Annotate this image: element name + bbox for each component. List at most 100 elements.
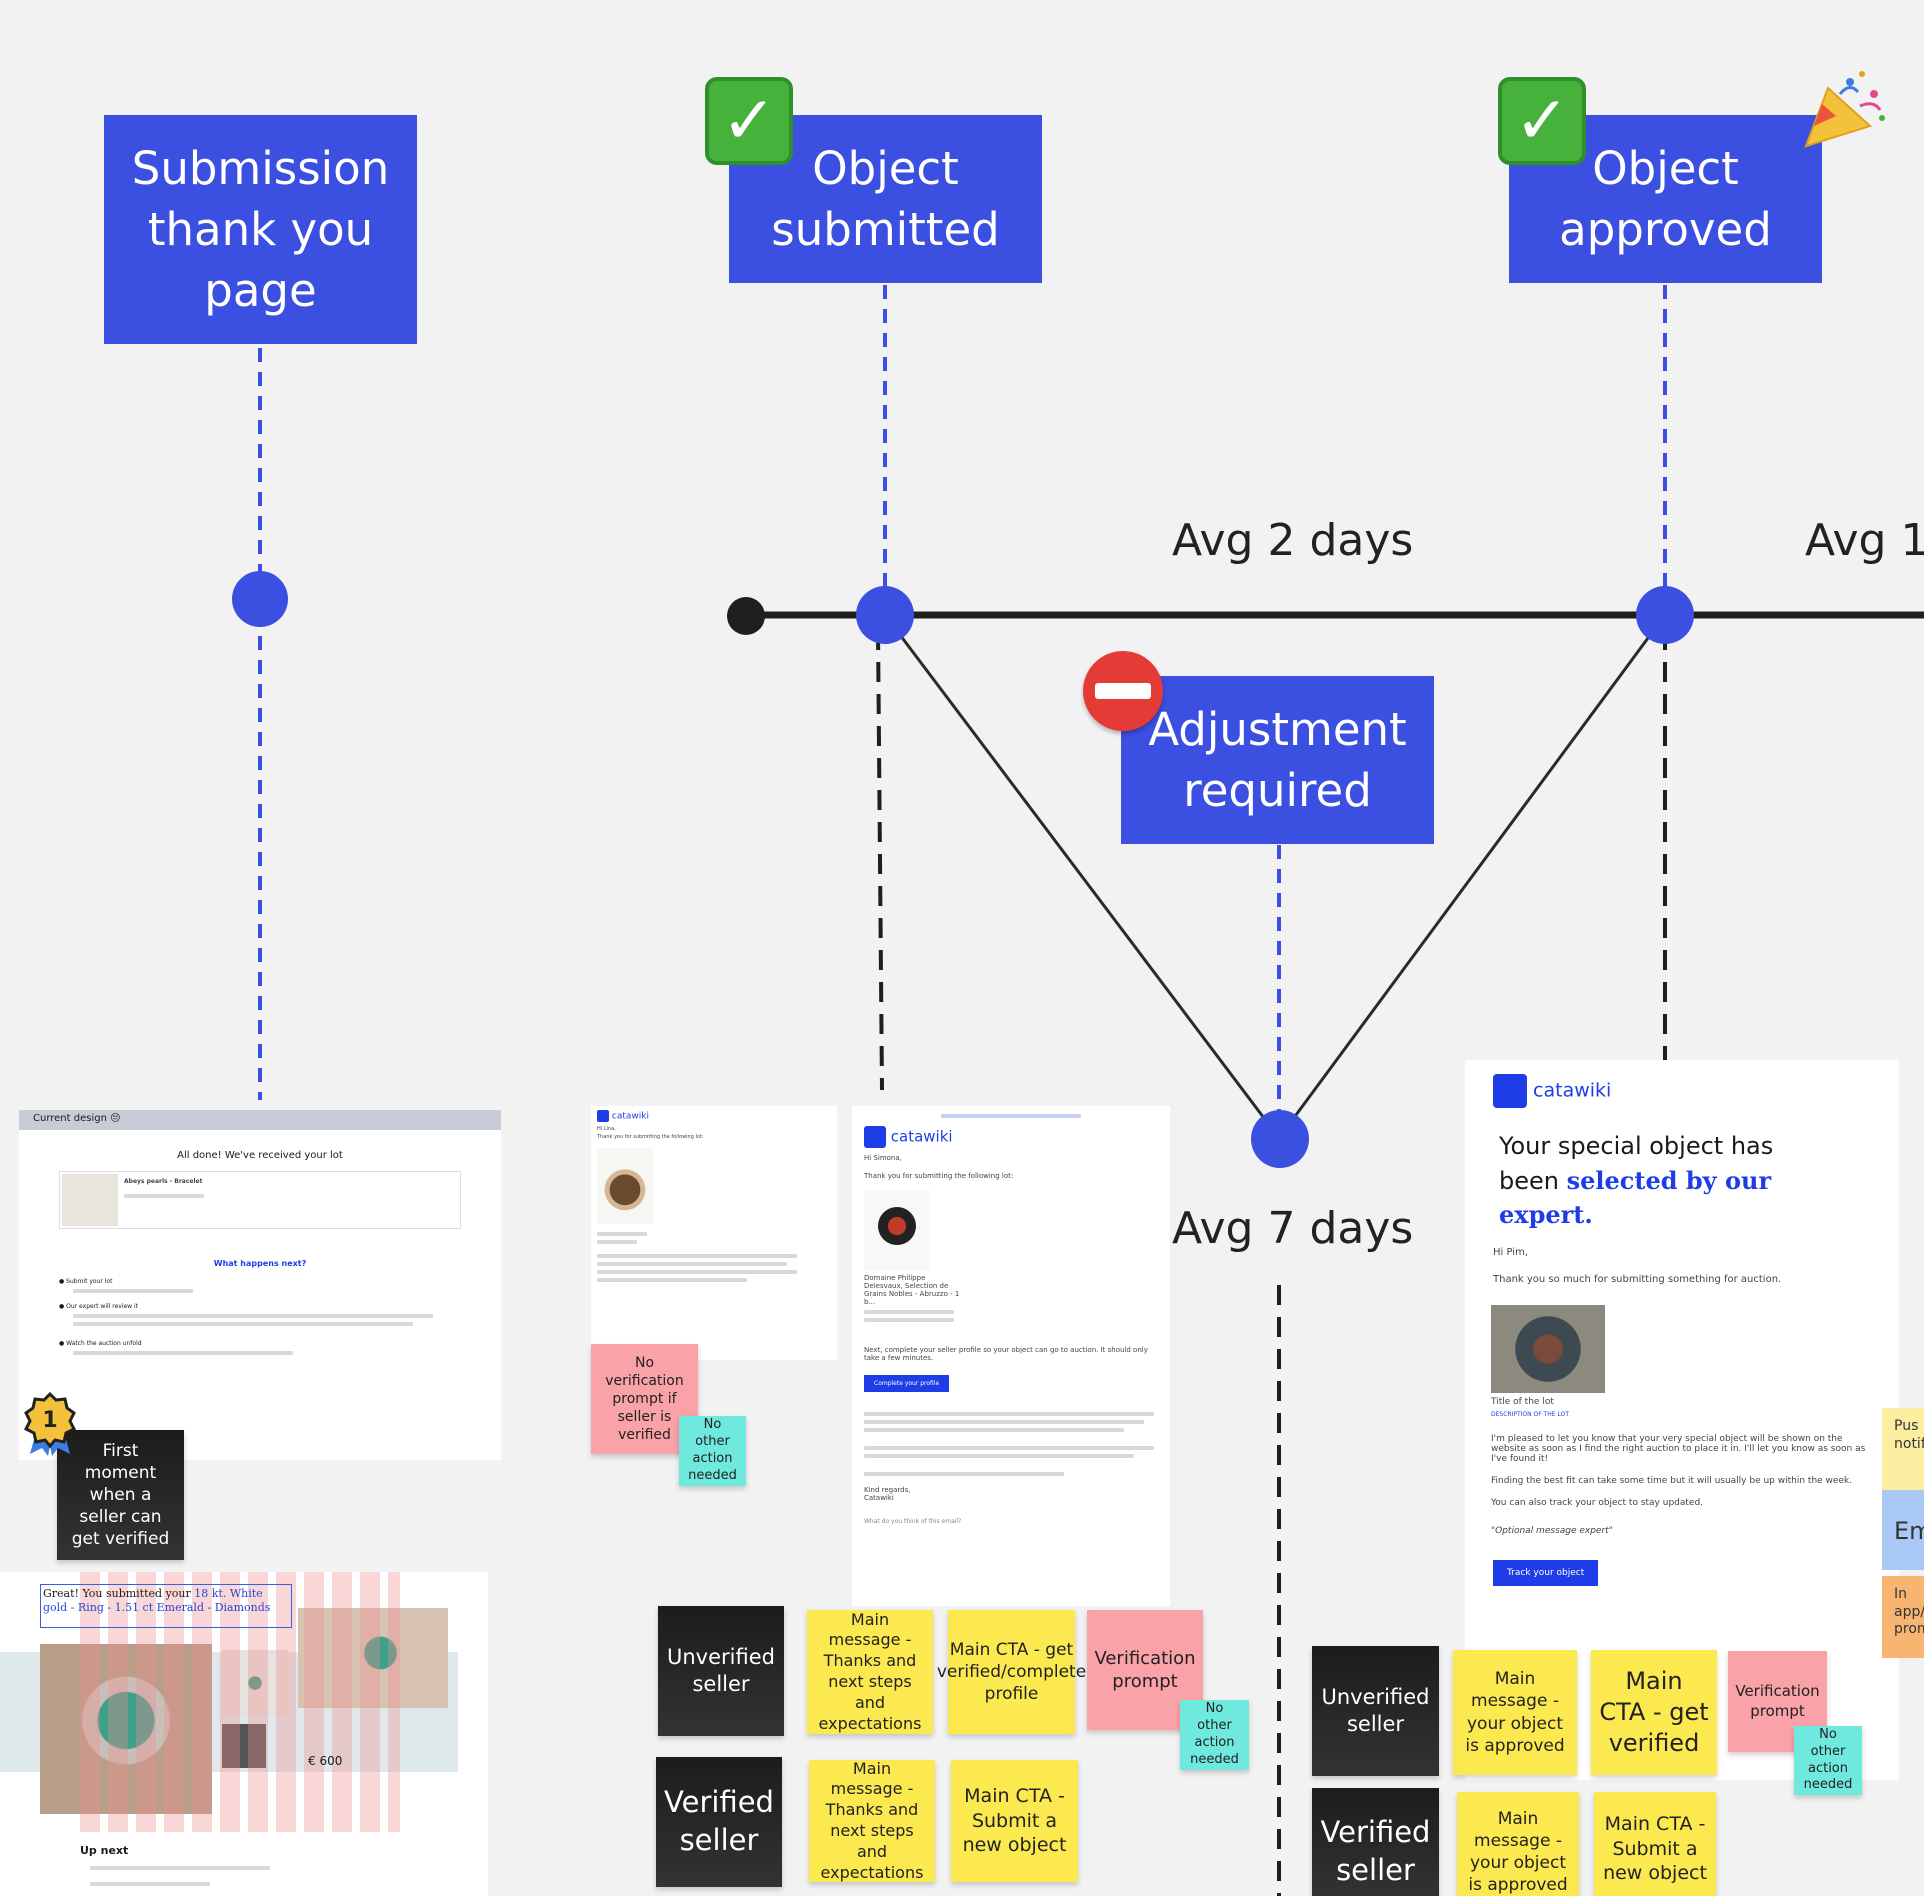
thank-you-page-screenshot[interactable]: Current design 😔 All done! We've receive… xyxy=(19,1110,501,1460)
stage-adjustment-required[interactable]: Adjustment required xyxy=(1121,676,1434,844)
what-happens-next: What happens next? xyxy=(19,1259,501,1268)
check-icon: ✓ xyxy=(705,77,793,165)
note-main-cta-submit-approved[interactable]: Main CTA - Submit a new object xyxy=(1594,1792,1716,1896)
email-greeting: Hi Lina, xyxy=(597,1126,831,1132)
note-text: No other action needed xyxy=(1188,1701,1241,1769)
approved-headline: Your special object has been selected by… xyxy=(1499,1130,1799,1233)
lot-photo xyxy=(864,1190,930,1270)
up-next-label: Up next xyxy=(80,1844,128,1857)
note-main-cta-get-verified[interactable]: Main CTA - get verified/complete profile xyxy=(948,1610,1075,1734)
placeholder-line xyxy=(73,1351,293,1355)
note-text: Unverified seller xyxy=(666,1644,776,1699)
stage-submission-thank-you[interactable]: Submission thank you page xyxy=(104,115,417,344)
email-greeting: Hi Simona, xyxy=(864,1154,1158,1162)
submitted-email-small-screenshot[interactable]: catawiki Hi Lina, Thank you for submitti… xyxy=(591,1106,837,1360)
submitted-email-screenshot[interactable]: catawiki Hi Simona, Thank you for submit… xyxy=(852,1106,1170,1606)
step-item: ● Submit your lot xyxy=(59,1278,461,1285)
duration-label-avg-7-days: Avg 7 days xyxy=(1172,1203,1413,1254)
lot-item-title: Abeys pearls - Bracelet xyxy=(124,1178,202,1185)
logo-text: catawiki xyxy=(1533,1080,1611,1102)
note-main-message-approved[interactable]: Main message - your object is approved xyxy=(1453,1650,1577,1775)
note-main-message-approved-verified[interactable]: Main message - your object is approved xyxy=(1457,1792,1579,1896)
note-text: Main message - Thanks and next steps and… xyxy=(817,1759,927,1884)
placeholder-line xyxy=(73,1289,193,1293)
email-thanks: Thank you so much for submitting somethi… xyxy=(1493,1274,1871,1285)
listing-page-screenshot[interactable]: Great! You submitted your 18 kt. White g… xyxy=(0,1572,488,1896)
logo-text: catawiki xyxy=(891,1128,953,1146)
party-popper-icon xyxy=(1800,68,1892,152)
lot-name: Domaine Philippe Delesvaux, Selection de… xyxy=(864,1274,964,1306)
placeholder-line xyxy=(597,1270,797,1274)
note-main-message-thanks[interactable]: Main message - Thanks and next steps and… xyxy=(807,1610,933,1734)
note-text: Main message - your object is approved xyxy=(1461,1668,1569,1756)
note-verified-seller[interactable]: Verified seller xyxy=(656,1757,782,1887)
placeholder-line xyxy=(597,1278,747,1282)
email-team: Catawiki xyxy=(864,1494,1158,1502)
note-text: First moment when a seller can get verif… xyxy=(65,1440,176,1550)
lot-title: Title of the lot xyxy=(1491,1397,1873,1407)
complete-profile-button[interactable]: Complete your profile xyxy=(864,1375,949,1392)
note-text: Verified seller xyxy=(1320,1814,1431,1889)
timeline-node-thankyou[interactable] xyxy=(232,571,288,627)
placeholder-line xyxy=(597,1240,637,1244)
note-no-other-action-approved[interactable]: No other action needed xyxy=(1794,1726,1862,1795)
catawiki-logo: catawiki xyxy=(597,1110,831,1122)
placeholder-line xyxy=(864,1420,1144,1424)
duration-label-avg-2-days: Avg 2 days xyxy=(1172,515,1413,566)
stage-label: Submission thank you page xyxy=(126,138,396,321)
placeholder-line xyxy=(597,1262,787,1266)
note-main-cta-submit-new[interactable]: Main CTA - Submit a new object xyxy=(951,1760,1078,1882)
note-text: Main CTA - Submit a new object xyxy=(1602,1812,1708,1886)
step-label: Watch the auction unfold xyxy=(66,1340,141,1347)
email-intro: Thank you for submitting the following l… xyxy=(864,1172,1158,1180)
listing-title-prefix: Great! You submitted your xyxy=(43,1587,191,1600)
note-no-other-action[interactable]: No other action needed xyxy=(679,1416,746,1486)
medal-icon: 1 xyxy=(22,1392,78,1456)
note-text: Main CTA - get verified/complete profile xyxy=(937,1639,1086,1705)
timeline-node-adjustment[interactable] xyxy=(1251,1110,1309,1168)
note-email[interactable]: Em xyxy=(1882,1490,1924,1570)
email-body-3: You can also track your object to stay u… xyxy=(1491,1498,1873,1508)
placeholder-line xyxy=(73,1322,413,1326)
note-text: No verification prompt if seller is veri… xyxy=(599,1354,690,1445)
lot-photo xyxy=(597,1148,653,1224)
duration-label-next: Avg 1. xyxy=(1805,515,1924,566)
email-body-2: Finding the best fit can take some time … xyxy=(1491,1476,1873,1486)
lot-card: Abeys pearls - Bracelet xyxy=(59,1171,461,1229)
email-body-1: I'm pleased to let you know that your ve… xyxy=(1491,1434,1871,1464)
catawiki-logo: catawiki xyxy=(864,1126,1158,1148)
note-text: Verification prompt xyxy=(1094,1647,1195,1694)
note-text: Unverified seller xyxy=(1320,1684,1431,1739)
note-text: Main CTA - get verified xyxy=(1599,1666,1709,1760)
placeholder-line xyxy=(864,1310,954,1314)
black-dashed-submitted xyxy=(878,630,882,1090)
email-intro: Thank you for submitting the following l… xyxy=(597,1134,831,1140)
email-footer: What do you think of this email? xyxy=(864,1518,1158,1525)
placeholder-line xyxy=(864,1472,1064,1476)
note-unverified-seller-approved[interactable]: Unverified seller xyxy=(1312,1646,1439,1776)
note-no-other-action-submitted[interactable]: No other action needed xyxy=(1180,1700,1249,1770)
logo-icon xyxy=(1493,1074,1527,1108)
note-main-message-thanks-verified[interactable]: Main message - Thanks and next steps and… xyxy=(809,1760,935,1882)
thank-you-heading: All done! We've received your lot xyxy=(19,1150,501,1161)
timeline-node-submitted[interactable] xyxy=(856,586,914,644)
note-verified-seller-approved[interactable]: Verified seller xyxy=(1312,1788,1439,1896)
placeholder-line xyxy=(941,1114,1081,1118)
note-in-app[interactable]: In app/we prom xyxy=(1882,1576,1924,1658)
placeholder-line xyxy=(90,1882,210,1886)
track-object-button[interactable]: Track your object xyxy=(1493,1560,1598,1586)
note-unverified-seller[interactable]: Unverified seller xyxy=(658,1606,784,1736)
catawiki-logo: catawiki xyxy=(1493,1074,1871,1108)
timeline-node-approved[interactable] xyxy=(1636,586,1694,644)
logo-text: catawiki xyxy=(612,1112,649,1122)
note-text: Main message - your object is approved xyxy=(1465,1808,1571,1896)
check-icon: ✓ xyxy=(1498,77,1586,165)
note-main-cta-get-verified-approved[interactable]: Main CTA - get verified xyxy=(1591,1650,1717,1775)
lot-photo xyxy=(1491,1305,1605,1393)
placeholder-line xyxy=(73,1314,433,1318)
note-text: In app/we prom xyxy=(1894,1586,1924,1637)
placeholder-line xyxy=(864,1446,1154,1450)
optional-message: "Optional message expert" xyxy=(1491,1526,1873,1536)
step-item: ● Our expert will review it xyxy=(59,1303,461,1310)
step-label: Our expert will review it xyxy=(66,1303,138,1310)
